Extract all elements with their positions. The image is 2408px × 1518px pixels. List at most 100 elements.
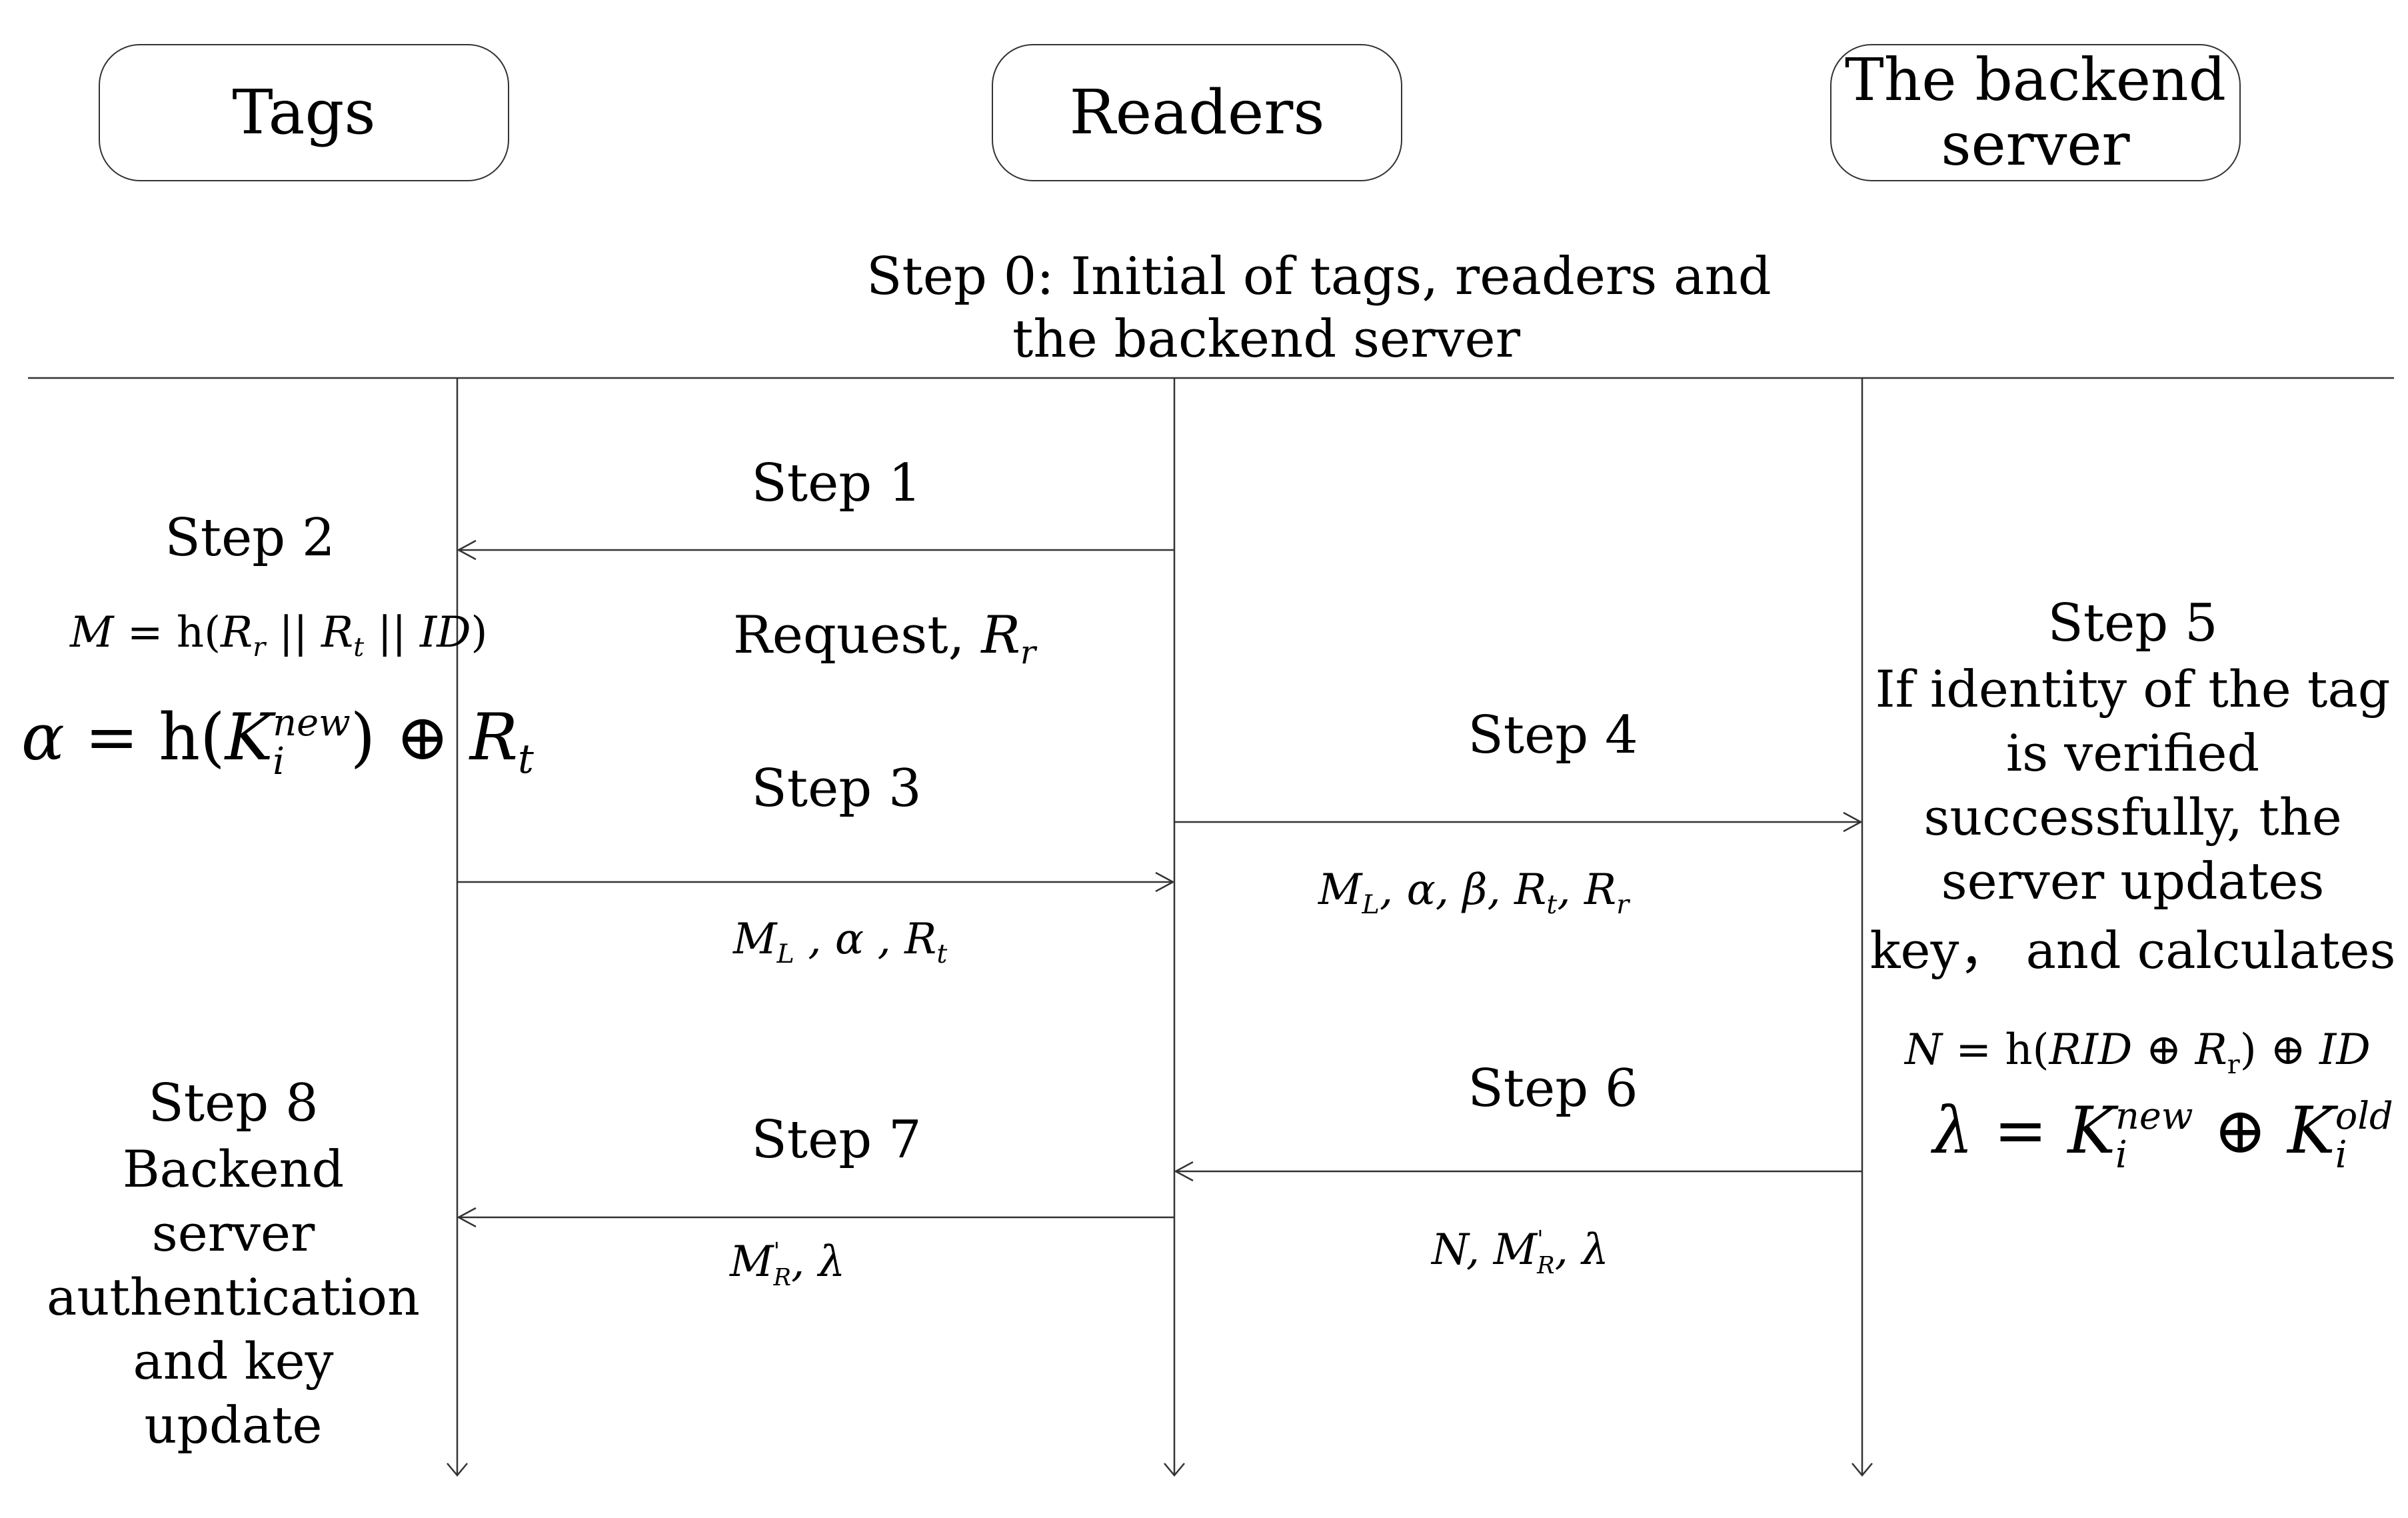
step7-label: Step 7: [751, 1110, 922, 1170]
step5-line: successfully, the: [1923, 787, 2342, 847]
tags-entity-box: Tags: [99, 44, 509, 181]
step5-line: If identity of the tag: [1875, 659, 2391, 719]
step8-line: server: [151, 1203, 315, 1263]
step8-line: Backend: [122, 1139, 345, 1199]
formula-alpha-close: ) ⊕: [350, 700, 470, 775]
msg6-post: , λ: [1554, 1225, 1609, 1275]
msg4-R1: R: [1514, 865, 1547, 915]
step5-line: key， and calculates: [1869, 921, 2396, 980]
formula-M-r1: R: [221, 608, 253, 657]
step0-line2: the backend server: [1012, 309, 1521, 369]
step5-label: Step 5: [2047, 593, 2218, 653]
formula-lambda-K2: K: [2287, 1093, 2335, 1168]
formula-M-close: ): [471, 608, 488, 657]
msg4-comma: ,: [1557, 865, 1584, 915]
formula-lambda-eq: =: [1973, 1093, 2068, 1168]
step3-label: Step 3: [751, 759, 922, 819]
formula-alpha-K-sup: new: [273, 701, 351, 745]
formula-M-r2-sub: t: [353, 631, 365, 663]
server-lifeline-arrowhead: [1851, 1463, 1873, 1477]
msg6-M-sub: R: [1537, 1251, 1555, 1279]
step8-line: update: [144, 1395, 323, 1455]
msg7-post: , λ: [791, 1237, 846, 1287]
step8-line: authentication: [47, 1267, 420, 1327]
msg3-rest: , α ,: [794, 915, 905, 964]
formula-lambda-K1: K: [2067, 1093, 2116, 1168]
msg3-M-sub: L: [776, 938, 794, 969]
msg3-R-sub: t: [936, 938, 948, 969]
formula-lambda-xor: ⊕: [2193, 1093, 2287, 1168]
formula-M-eq: = h(: [113, 608, 221, 657]
formula-lambda-K1-sub: i: [2115, 1133, 2127, 1177]
msg7-M: M: [730, 1237, 774, 1287]
step8-description: Backend server authentication and key up…: [33, 1137, 433, 1457]
step3-arrowhead: [1155, 871, 1175, 893]
formula-N-R: R: [2195, 1025, 2227, 1075]
formula-M-sep1: ||: [265, 608, 321, 657]
step6-message: N, M'R, λ: [1432, 1225, 1609, 1279]
readers-lifeline-arrowhead: [1164, 1463, 1185, 1477]
formula-alpha-R-sub: t: [517, 737, 534, 783]
formula-alpha-eq: = h(: [64, 700, 225, 775]
step4-message: ML, α, β, Rt, Rr: [1318, 865, 1629, 920]
step5-line: server updates: [1941, 851, 2325, 911]
formula-N-rid: RID: [2049, 1025, 2133, 1075]
tags-entity-label: Tags: [232, 77, 376, 149]
msg4-M: M: [1318, 865, 1362, 915]
msg6-M-sup: ': [1537, 1225, 1544, 1253]
step2-label: Step 2: [165, 508, 335, 568]
formula-N-lhs: N: [1905, 1025, 1942, 1075]
step5-line: is verified: [2005, 723, 2260, 783]
readers-entity-box: Readers: [992, 44, 1402, 181]
formula-alpha-R: R: [469, 700, 518, 775]
formula-N-eq: = h(: [1942, 1025, 2049, 1075]
formula-N-id: ID: [2319, 1025, 2371, 1075]
step8-label: Step 8: [148, 1073, 319, 1133]
step5-description: If identity of the tag is verified succe…: [1866, 657, 2399, 983]
step4-label: Step 4: [1468, 705, 1638, 765]
msg4-R2-sub: r: [1616, 889, 1630, 920]
request-label: Request,: [733, 605, 982, 665]
formula-N-xor: ⊕: [2132, 1025, 2195, 1075]
msg4-R1-sub: t: [1546, 889, 1558, 920]
formula-N: N = h(RID ⊕ Rr) ⊕ ID: [1905, 1025, 2371, 1080]
step7-message: M'R, λ: [730, 1237, 845, 1291]
server-entity-label-line2: server: [1941, 110, 2130, 179]
step0-line1: Step 0: Initial of tags, readers and: [866, 247, 1772, 307]
formula-N-close: ) ⊕: [2239, 1025, 2320, 1075]
tags-lifeline-arrowhead: [447, 1463, 468, 1477]
formula-alpha-symbol: α: [21, 700, 65, 775]
formula-lambda-K1-sup: new: [2115, 1094, 2193, 1138]
msg3-M: M: [733, 915, 777, 964]
msg4-M-sub: L: [1362, 889, 1380, 920]
step7-arrowhead: [457, 1207, 477, 1228]
formula-M: M = h(Rr || Rt || ID): [70, 608, 488, 663]
step1-message: Request, Rr: [733, 605, 1036, 672]
step1-arrowhead: [457, 539, 477, 561]
server-entity-box: The backend server: [1830, 44, 2241, 181]
formula-lambda-K2-sub: i: [2335, 1133, 2347, 1177]
msg3-R: R: [904, 915, 937, 964]
formula-lambda-K2-sup: old: [2335, 1094, 2393, 1138]
formula-M-r2: R: [321, 608, 354, 657]
formula-N-R-sub: r: [2227, 1049, 2240, 1080]
formula-alpha-K-sub: i: [273, 740, 285, 783]
msg4-rest: , α, β,: [1379, 865, 1515, 915]
readers-entity-label: Readers: [1069, 77, 1325, 149]
msg7-M-sub: R: [773, 1263, 792, 1291]
formula-M-lhs: M: [70, 608, 114, 657]
msg6-M: M: [1493, 1225, 1538, 1275]
msg6-pre: N,: [1432, 1225, 1494, 1275]
step3-message: ML , α , Rt: [733, 915, 947, 969]
step4-arrowhead: [1843, 811, 1863, 833]
request-var-sub: r: [1020, 634, 1036, 672]
server-entity-label-line1: The backend: [1845, 45, 2226, 115]
step1-label: Step 1: [751, 453, 922, 513]
formula-alpha-K: K: [225, 700, 273, 775]
step6-label: Step 6: [1468, 1059, 1638, 1119]
step8-line: and key: [133, 1331, 334, 1391]
